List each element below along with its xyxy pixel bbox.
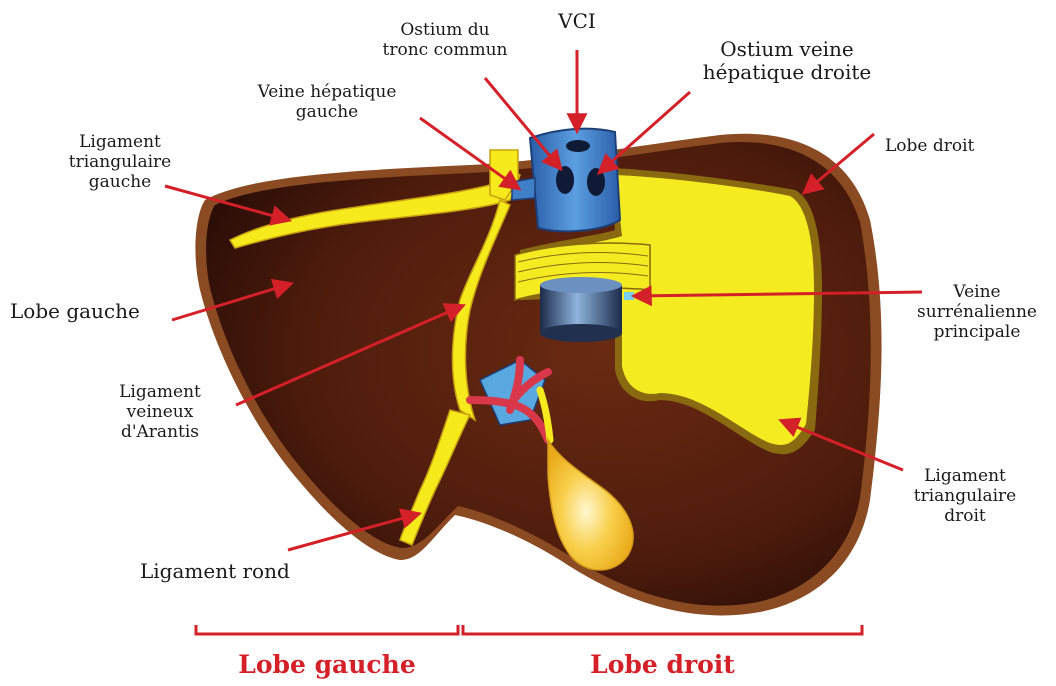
vci-left-branch	[512, 178, 535, 200]
label-lig-tri-droit: Ligament triangulaire droit	[890, 466, 1040, 526]
label-ostium-droite: Ostium veine hépatique droite	[672, 38, 902, 84]
vci-lower-rim	[540, 324, 622, 342]
label-lig-rond: Ligament rond	[140, 560, 340, 583]
label-veine-surrenal: Veine surrénalienne principale	[898, 282, 1056, 342]
label-lobe-droit: Lobe droit	[885, 136, 1035, 156]
section-lobe-droit: Lobe droit	[463, 650, 862, 679]
label-lobe-gauche: Lobe gauche	[10, 300, 180, 323]
ostium-tronc-hole	[556, 166, 574, 194]
label-veine-hep-gauche: Veine hépatique gauche	[232, 82, 422, 122]
bracket-left	[196, 625, 458, 634]
label-lig-veineux: Ligament veineux d'Arantis	[95, 382, 225, 442]
vci-lower-top	[540, 277, 622, 293]
section-lobe-gauche: Lobe gauche	[196, 650, 458, 679]
label-vci: VCI	[547, 10, 607, 33]
bracket-right	[463, 625, 862, 634]
vci-lumen	[566, 140, 590, 152]
adrenal-vein-dot	[624, 292, 634, 300]
section-brackets	[196, 625, 862, 634]
ostium-droite-hole	[587, 168, 605, 196]
label-lig-tri-gauche: Ligament triangulaire gauche	[40, 132, 200, 192]
label-ostium-tronc: Ostium du tronc commun	[365, 20, 525, 60]
